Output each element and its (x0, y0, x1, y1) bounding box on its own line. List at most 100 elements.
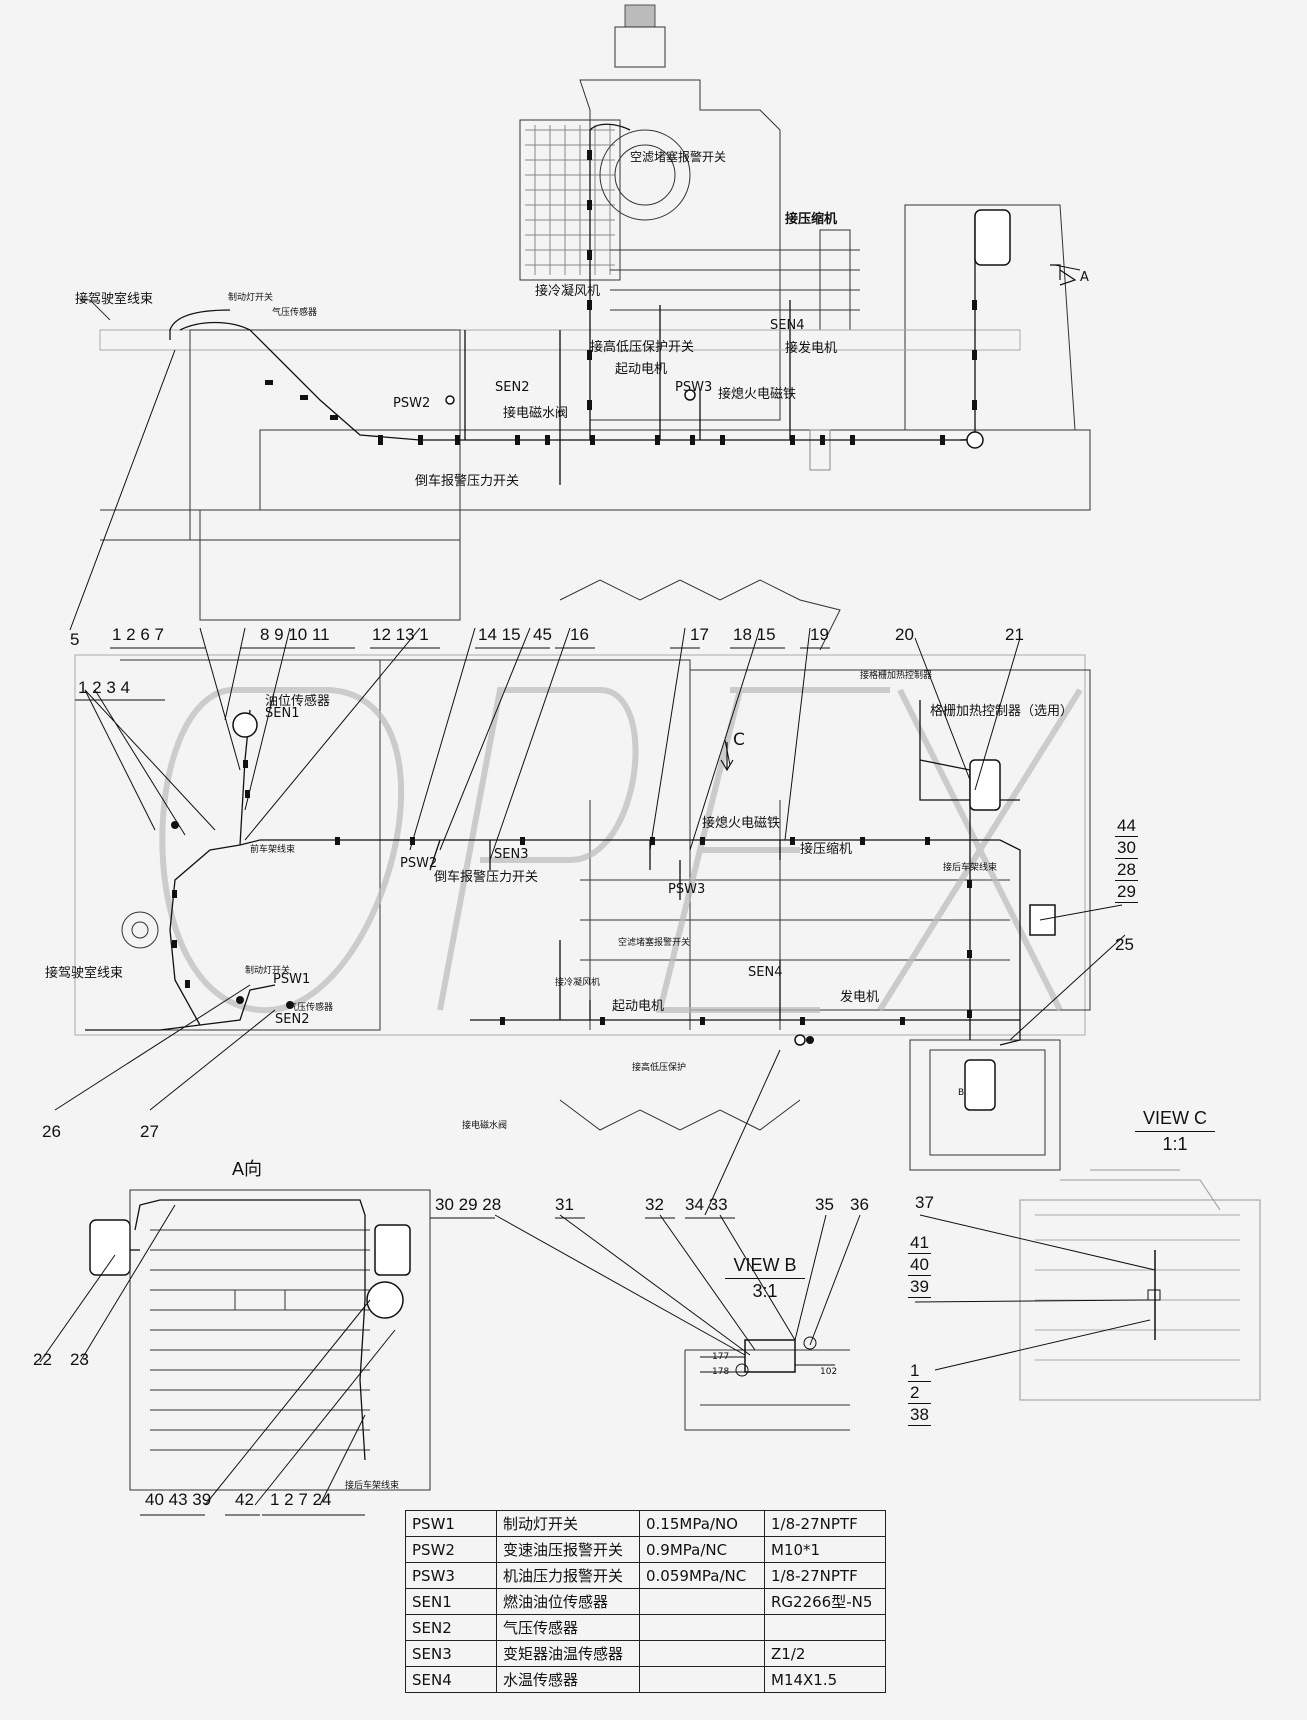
label-front-frame: 前车架线束 (250, 845, 296, 855)
label-air-filter-switch: 空滤堵塞报警开关 (630, 150, 727, 164)
spec-cell: Z1/2 (764, 1640, 886, 1667)
stack-item: 41 (908, 1233, 931, 1254)
view-b-rule (725, 1278, 805, 1279)
label-psw2-top: PSW2 (393, 396, 431, 411)
label-air-sensor: 气压传感器 (288, 1003, 334, 1013)
stack-item: 40 (908, 1255, 931, 1276)
label-b-mark: B (958, 1088, 965, 1098)
a-view (129, 1189, 431, 1491)
label-to-rear-frame: 接后车架线束 (943, 863, 998, 873)
label-sen2: SEN2 (275, 1012, 310, 1027)
spec-cell (639, 1640, 765, 1667)
callout-26: 26 (42, 1122, 61, 1141)
spec-cell: 0.15MPa/NO (639, 1510, 765, 1537)
spec-cell: PSW2 (405, 1536, 497, 1563)
label-air-filter: 空滤堵塞报警开关 (618, 938, 691, 948)
label-to-generator: 接发电机 (785, 341, 838, 356)
spec-cell (639, 1614, 765, 1641)
a-view-title: A向 (232, 1159, 263, 1179)
spec-cell: M14X1.5 (764, 1666, 886, 1693)
wire-178: 178 (712, 1367, 730, 1377)
label-grid-heater-small: 接格栅加热控制器 (860, 671, 933, 681)
callout-40-43-39: 40 43 39 (145, 1490, 212, 1509)
label-to-compressor: 接压缩机 (785, 212, 838, 227)
spec-cell: 变矩器油温传感器 (496, 1640, 640, 1667)
spec-cell: 0.9MPa/NC (639, 1536, 765, 1563)
spec-cell: RG2266型-N5 (764, 1588, 886, 1615)
spec-cell: 水温传感器 (496, 1666, 640, 1693)
label-oil-level-sensor: 油位传感器 (265, 694, 331, 709)
spec-cell: SEN3 (405, 1640, 497, 1667)
label-to-cab: 接驾驶室线束 (45, 966, 124, 981)
callout-42: 42 (235, 1490, 254, 1509)
callout-5: 5 (70, 630, 80, 649)
label-air-pressure-sensor: 气压传感器 (272, 308, 318, 318)
callout-30-29-28: 30 29 28 (435, 1195, 502, 1214)
callout-18-15: 18 15 (733, 625, 776, 644)
stack-item: 38 (908, 1405, 931, 1426)
label-reverse-alarm-top: 倒车报警压力开关 (415, 474, 520, 489)
view-b-label: VIEW B (733, 1255, 797, 1275)
spec-cell: 燃油油位传感器 (496, 1588, 640, 1615)
label-psw3: PSW3 (668, 882, 706, 897)
callout-17: 17 (690, 625, 709, 644)
label-to-cab-harness: 接驾驶室线束 (75, 292, 154, 307)
connector-dots (171, 150, 977, 1044)
label-sen4: SEN4 (748, 965, 783, 980)
label-psw1: PSW1 (273, 972, 311, 987)
callout-1-2-6-7: 1 2 6 7 (112, 625, 164, 644)
number-underlines (75, 647, 830, 1516)
wire-177: 177 (712, 1352, 730, 1362)
label-psw3-top: PSW3 (675, 380, 713, 395)
label-flameout-top: 接熄火电磁铁 (718, 387, 797, 402)
view-a-arrow (720, 264, 1077, 772)
label-hi-lo: 接高低压保护 (632, 1063, 687, 1073)
callout-45: 45 (533, 625, 552, 644)
callout-27: 27 (140, 1122, 159, 1141)
stack-item: 1 (908, 1360, 931, 1382)
callout-14-15: 14 15 (478, 625, 521, 644)
view-b-scale: 3:1 (752, 1281, 778, 1301)
callout-stack-viewc-bottom: 1 2 38 (908, 1360, 931, 1426)
callout-22: 22 (33, 1350, 52, 1369)
spec-cell: 变速油压报警开关 (496, 1536, 640, 1563)
callout-32: 32 (645, 1195, 664, 1214)
label-sen1: SEN1 (265, 706, 300, 721)
callout-25: 25 (1115, 935, 1134, 954)
callout-20: 20 (895, 625, 914, 644)
label-starter: 起动电机 (612, 999, 665, 1014)
callout-36: 36 (850, 1195, 869, 1214)
stack-item: 39 (908, 1277, 931, 1298)
top-chassis-view (80, 4, 1091, 621)
view-c-scale: 1:1 (1162, 1134, 1188, 1154)
label-view-c-arrow: C (733, 730, 745, 750)
spec-cell: 机油压力报警开关 (496, 1562, 640, 1589)
callout-23: 23 (70, 1350, 89, 1369)
label-to-condenser-fan: 接冷凝风机 (535, 284, 601, 299)
label-sen2-top: SEN2 (495, 380, 530, 395)
label-brake-light-switch: 制动灯开关 (228, 293, 274, 303)
wire-102: 102 (820, 1367, 838, 1377)
label-psw2: PSW2 (400, 856, 438, 871)
top-harness (169, 123, 980, 485)
spec-cell: 1/8-27NPTF (764, 1562, 886, 1589)
main-harness (85, 700, 1021, 1046)
spec-cell (639, 1588, 765, 1615)
label-flameout: 接熄火电磁铁 (702, 816, 781, 831)
stack-item: 28 (1115, 860, 1138, 881)
callout-1-2-3-4: 1 2 3 4 (78, 678, 130, 697)
spec-cell: SEN1 (405, 1588, 497, 1615)
view-c-rule (1135, 1131, 1215, 1132)
callout-8-9-10-11: 8 9 10 11 (260, 625, 330, 644)
callout-16: 16 (570, 625, 589, 644)
label-reverse-alarm: 倒车报警压力开关 (434, 870, 539, 885)
callout-stack-viewc-top: 41 40 39 (908, 1232, 931, 1298)
callout-12-13-1: 12 13 1 (372, 625, 429, 644)
